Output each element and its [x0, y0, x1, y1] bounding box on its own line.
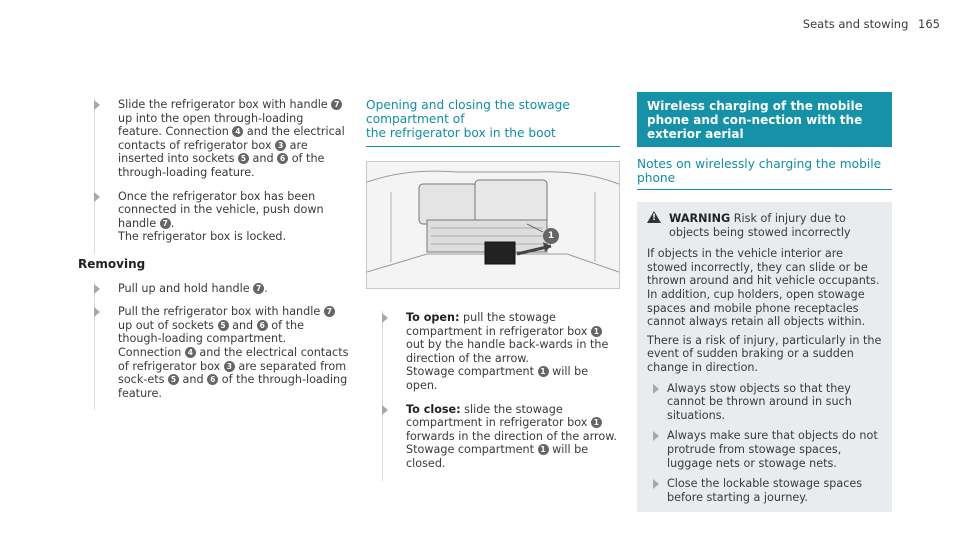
warning-label: WARNING: [669, 212, 731, 225]
callout-7: 7: [253, 282, 265, 294]
boot-illustration: 1: [366, 161, 620, 289]
callout-3: 3: [275, 139, 287, 151]
warning-header: ! WARNING Risk of injury due to objects …: [647, 211, 882, 239]
step-text: To close: slide the stowage compartment …: [406, 402, 617, 443]
warning-bullet: Always make sure that objects do not pro…: [647, 429, 882, 470]
section-title: Seats and stowing: [802, 17, 909, 31]
page-number: 165: [918, 17, 940, 31]
step-arrow-icon: [94, 307, 100, 318]
step-arrow-icon: [653, 479, 659, 490]
callout-3: 3: [223, 360, 235, 372]
warning-title: Risk of injury due to objects being stow…: [669, 212, 851, 239]
callout-4: 4: [232, 126, 244, 138]
step-text: Pull the refrigerator box with handle 7 …: [118, 305, 350, 346]
step-text: To open: pull the stowage compartment in…: [406, 311, 609, 365]
removing-heading: Removing: [78, 256, 146, 271]
column-left: Slide the refrigerator box with handle 7…: [78, 98, 350, 411]
callout-6: 6: [207, 374, 219, 386]
step-arrow-icon: [382, 313, 388, 323]
subsection-heading: Notes on wirelessly charging the mobile …: [637, 157, 882, 185]
figure-callout-1: 1: [543, 228, 559, 244]
step-arrow-icon: [94, 283, 100, 294]
callout-5: 5: [168, 374, 179, 386]
step-pull-box-out: Pull the refrigerator box with handle 7 …: [78, 305, 350, 411]
step-text: Pull up and hold handle 7.: [118, 281, 268, 295]
column-right: Wireless charging of the mobile phone an…: [637, 92, 892, 513]
callout-1: 1: [537, 366, 549, 378]
warning-paragraph: If objects in the vehicle interior are s…: [647, 247, 880, 329]
step-result: Stowage compartment 1 will be open.: [406, 365, 589, 392]
warning-box: ! WARNING Risk of injury due to objects …: [637, 202, 892, 513]
step-arrow-icon: [382, 404, 388, 415]
callout-7: 7: [159, 217, 171, 229]
callout-7: 7: [331, 99, 343, 110]
step-pull-handle: Pull up and hold handle 7.: [78, 281, 350, 306]
callout-1: 1: [537, 444, 549, 456]
step-text: Once the refrigerator box has been conne…: [118, 189, 324, 230]
warning-paragraph: There is a risk of injury, particularly …: [647, 333, 882, 374]
warning-bullet: Close the lockable stowage spaces before…: [647, 477, 882, 504]
callout-1: 1: [590, 325, 602, 337]
step-arrow-icon: [653, 431, 659, 442]
step-result: Connection 4 and the electrical contacts…: [118, 345, 349, 400]
callout-5: 5: [237, 153, 249, 165]
step-arrow-icon: [94, 100, 100, 110]
callout-7: 7: [323, 306, 335, 318]
step-result: Stowage compartment 1 will be closed.: [406, 443, 589, 470]
warning-bullet: Always stow objects so that they cannot …: [647, 382, 882, 423]
page-header: Seats and stowing 165: [802, 17, 940, 32]
step-push-handle: Once the refrigerator box has been conne…: [78, 189, 350, 254]
callout-5: 5: [217, 319, 229, 331]
section-banner: Wireless charging of the mobile phone an…: [637, 92, 892, 147]
step-text: Slide the refrigerator box with handle 7…: [118, 98, 345, 179]
step-open: To open: pull the stowage compartment in…: [366, 311, 620, 403]
callout-1: 1: [590, 417, 602, 429]
callout-6: 6: [256, 319, 268, 331]
step-result: The refrigerator box is locked.: [118, 230, 287, 244]
callout-4: 4: [184, 346, 196, 358]
warning-triangle-icon: !: [647, 211, 661, 223]
section-heading: Opening and closing the stowage compartm…: [366, 98, 570, 140]
step-slide-box: Slide the refrigerator box with handle 7…: [78, 98, 350, 190]
step-arrow-icon: [653, 383, 659, 394]
step-close: To close: slide the stowage compartment …: [366, 402, 620, 481]
column-middle: Opening and closing the stowage compartm…: [366, 98, 620, 481]
callout-6: 6: [277, 153, 289, 165]
step-arrow-icon: [94, 191, 100, 202]
